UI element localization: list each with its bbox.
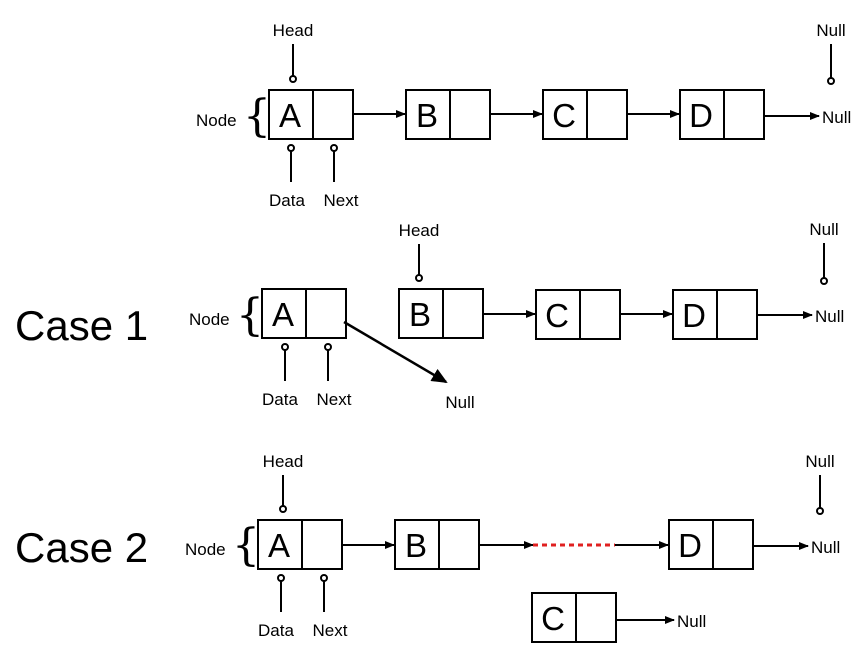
tail-null-label: Null xyxy=(815,307,844,326)
null-pointer-pin xyxy=(827,77,835,85)
node-d-letter: D xyxy=(678,527,702,564)
null-label: Null xyxy=(805,452,834,471)
node-label: Node xyxy=(189,310,230,329)
head-pointer-pin xyxy=(415,274,423,282)
data-pointer-pin xyxy=(277,574,285,582)
next-label: Next xyxy=(317,390,352,409)
tail-null-label: Null xyxy=(822,108,851,127)
node-brace: { xyxy=(236,290,264,341)
detached-null-label: Null xyxy=(445,393,474,412)
node-b: B xyxy=(398,288,484,339)
null-label: Null xyxy=(809,220,838,239)
node-d: D xyxy=(679,89,765,140)
case-2: Case 2 Head Null Node { A Data Next B xyxy=(15,452,840,643)
next-label: Next xyxy=(324,191,359,210)
node-a: A xyxy=(261,288,347,339)
node-label: Node xyxy=(196,111,237,130)
next-pointer-pin xyxy=(324,343,332,351)
case-1-title: Case 1 xyxy=(15,302,148,349)
node-label: Node xyxy=(185,540,226,559)
node-a: A xyxy=(257,519,343,570)
data-label: Data xyxy=(258,621,294,640)
node-box xyxy=(672,289,758,340)
data-pointer-pin xyxy=(287,144,295,152)
node-c: C xyxy=(535,289,621,340)
node-d: D xyxy=(672,289,758,340)
head-label: Head xyxy=(263,452,304,471)
node-brace: { xyxy=(232,520,260,571)
null-pointer-pin xyxy=(816,507,824,515)
node-box xyxy=(261,288,347,339)
node-b: B xyxy=(394,519,480,570)
node-box xyxy=(398,288,484,339)
removed-null-label: Null xyxy=(677,612,706,631)
node-a: A xyxy=(268,89,354,140)
node-brace: { xyxy=(243,91,271,142)
null-pointer-pin xyxy=(820,277,828,285)
head-pointer-pin xyxy=(289,75,297,83)
node-b: B xyxy=(405,89,491,140)
head-label: Head xyxy=(273,21,314,40)
node-d-letter: D xyxy=(689,97,713,134)
next-pointer-pin xyxy=(330,144,338,152)
node-a-letter: A xyxy=(268,527,290,564)
head-label: Head xyxy=(399,221,440,240)
node-b-letter: B xyxy=(409,296,431,333)
node-c-removed: C xyxy=(531,592,617,643)
node-a-letter: A xyxy=(272,296,294,333)
node-d-letter: D xyxy=(682,297,706,334)
node-c-letter: C xyxy=(541,600,565,637)
next-label: Next xyxy=(313,621,348,640)
null-label: Null xyxy=(816,21,845,40)
node-b-letter: B xyxy=(416,97,438,134)
node-box xyxy=(679,89,765,140)
node-c: C xyxy=(542,89,628,140)
node-b-letter: B xyxy=(405,527,427,564)
node-c-letter: C xyxy=(552,97,576,134)
original-list: Head Null Node { A Data Next B C xyxy=(196,21,851,210)
case-2-title: Case 2 xyxy=(15,524,148,571)
node-d: D xyxy=(668,519,754,570)
case-1: Case 1 Head Null Node { A Data Next Null… xyxy=(15,220,844,412)
data-label: Data xyxy=(262,390,298,409)
node-box xyxy=(531,592,617,643)
data-pointer-pin xyxy=(281,343,289,351)
node-box xyxy=(668,519,754,570)
data-label: Data xyxy=(269,191,305,210)
next-to-null-arrow xyxy=(343,320,448,384)
head-pointer-pin xyxy=(279,505,287,513)
node-c-letter: C xyxy=(545,297,569,334)
tail-null-label: Null xyxy=(811,538,840,557)
node-a-letter: A xyxy=(279,97,301,134)
next-pointer-pin xyxy=(320,574,328,582)
